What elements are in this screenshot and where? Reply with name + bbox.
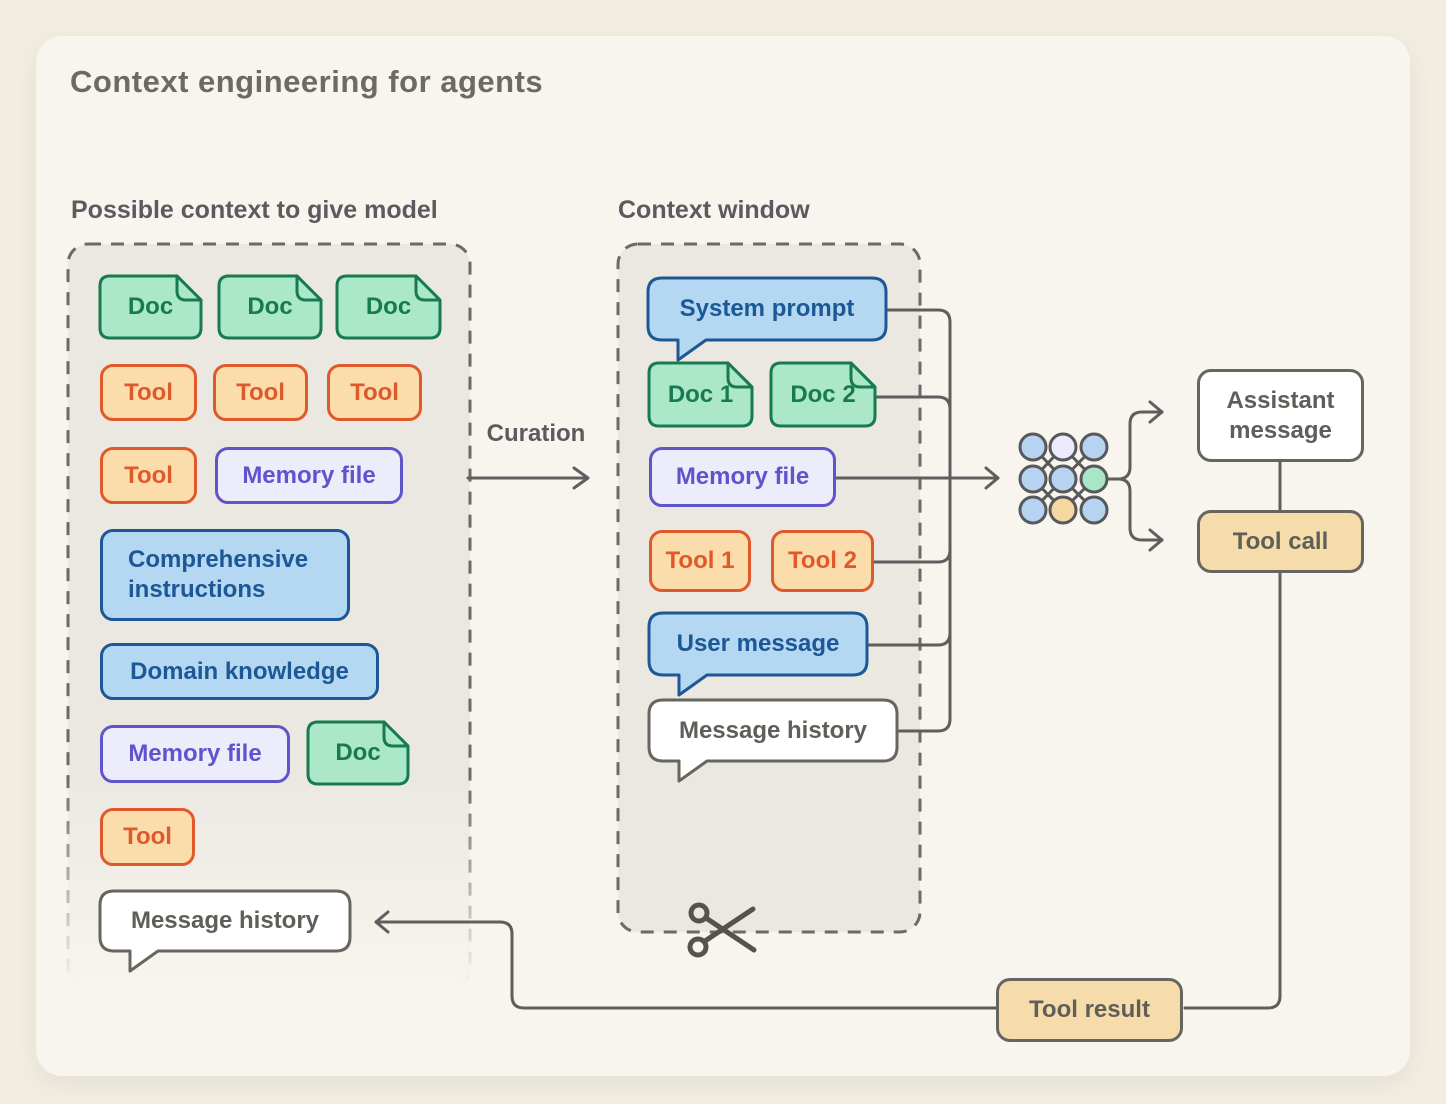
tool-result-box: Tool result (996, 978, 1183, 1042)
domain-knowledge-chip: Domain knowledge (100, 643, 379, 700)
tool-chip: Tool (100, 447, 197, 504)
memory-file-chip: Memory file (215, 447, 403, 504)
tool-chip: Tool (100, 808, 195, 866)
message-history-bubble: Message history (647, 698, 899, 783)
tool-1-chip: Tool 1 (649, 530, 751, 592)
assistant-message-box: Assistant message (1197, 369, 1364, 462)
tool-call-box: Tool call (1197, 510, 1364, 573)
doc-1-file: Doc 1 (647, 361, 754, 428)
comprehensive-instructions-chip: Comprehensive instructions (100, 529, 350, 621)
tool-chip: Tool (327, 364, 422, 421)
page-title: Context engineering for agents (70, 64, 544, 99)
context-window-heading: Context window (618, 196, 810, 224)
system-prompt-bubble: System prompt (646, 276, 888, 362)
doc-2-file: Doc 2 (769, 361, 877, 428)
user-message-bubble: User message (647, 611, 869, 697)
tool-2-chip: Tool 2 (771, 530, 874, 592)
tool-chip: Tool (213, 364, 308, 421)
doc-file: Doc (217, 274, 323, 340)
memory-file-chip: Memory file (649, 447, 836, 507)
message-history-bubble: Message history (98, 889, 352, 973)
left-panel-heading: Possible context to give model (71, 196, 438, 224)
doc-file: Doc (335, 274, 442, 340)
curation-label: Curation (486, 420, 586, 447)
tool-chip: Tool (100, 364, 197, 421)
doc-file: Doc (306, 720, 410, 786)
doc-file: Doc (98, 274, 203, 340)
memory-file-chip: Memory file (100, 725, 290, 783)
